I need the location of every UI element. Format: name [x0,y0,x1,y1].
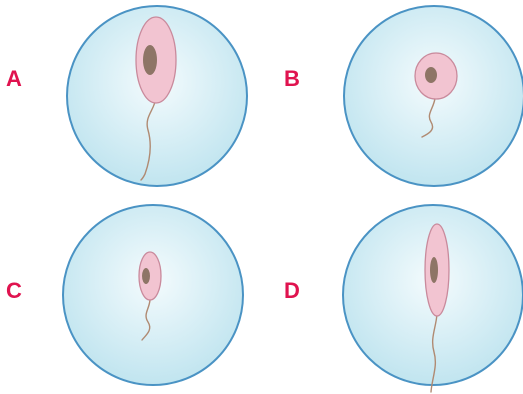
vessel-d [343,205,523,392]
option-b-label: B [284,66,300,91]
nucleus-c [142,268,150,284]
nucleus-d [430,257,438,283]
vessel-a [67,6,247,186]
option-c[interactable]: C [6,205,243,385]
option-b[interactable]: B [284,6,523,186]
vessel-b [344,6,523,186]
vessel-c [63,205,243,385]
nucleus-b [425,67,437,83]
option-a[interactable]: A [6,6,247,186]
option-a-label: A [6,66,22,91]
nucleus-a [143,45,157,75]
option-c-label: C [6,278,22,303]
option-d-label: D [284,278,300,303]
option-d[interactable]: D [284,205,523,392]
